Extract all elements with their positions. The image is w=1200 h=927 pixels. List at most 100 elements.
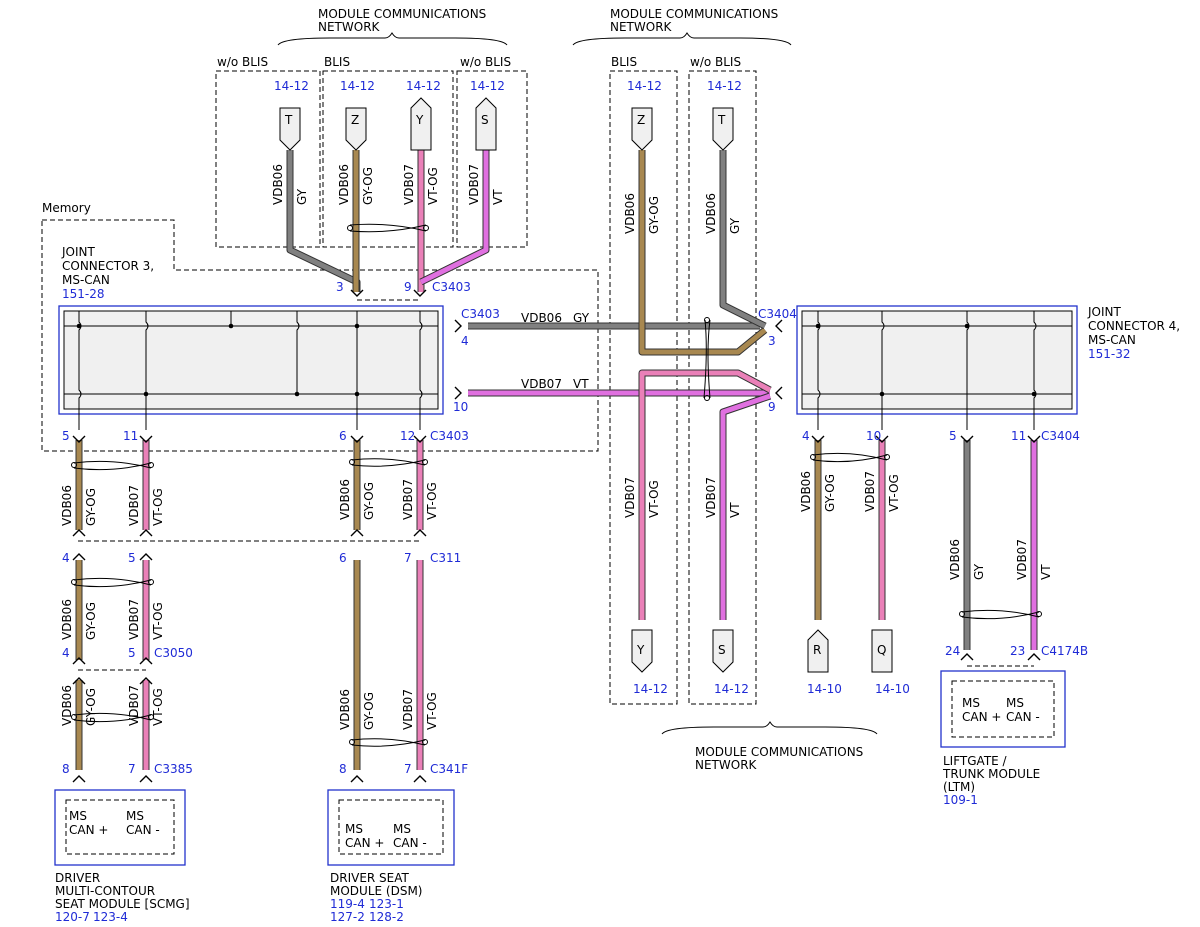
blis-label-1: BLIS <box>324 55 350 69</box>
module-pin-label: CAN + <box>962 710 1001 724</box>
jc3-label: JOINT <box>61 245 96 259</box>
ltm-ref: 109-1 <box>943 793 978 807</box>
pin-number: 7 <box>404 762 412 776</box>
network-label-1: MODULE COMMUNICATIONS <box>318 7 486 21</box>
dsm-caption-2: MODULE (DSM) <box>330 884 422 898</box>
circuit-label: VDB06 <box>60 485 74 526</box>
network-label-3: MODULE COMMUNICATIONS <box>695 745 863 759</box>
terminal-letter: T <box>284 113 293 127</box>
module-pin-label: MS <box>345 822 363 836</box>
circuit-label: VDB06 <box>338 479 352 520</box>
color-label: VT <box>573 377 589 391</box>
module-pin-label: MS <box>393 822 411 836</box>
jc4-label-3: MS-CAN <box>1088 333 1136 347</box>
color-label: GY-OG <box>84 488 98 526</box>
color-label: GY-OG <box>362 482 376 520</box>
terminals <box>279 97 893 673</box>
color-label: VT-OG <box>425 482 439 520</box>
circuit-label: VDB07 <box>1015 539 1029 580</box>
connector-id: C311 <box>430 551 461 565</box>
dsm-ref: 123-1 <box>369 897 404 911</box>
circuit-label: VDB06 <box>338 689 352 730</box>
jc3-label-2: CONNECTOR 3, <box>62 259 154 273</box>
network-label-2b: NETWORK <box>610 20 673 34</box>
dsm-ref: 119-4 <box>330 897 365 911</box>
circuit-label: VDB06 <box>60 685 74 726</box>
joint-connector-3 <box>58 305 444 415</box>
ltm-caption-3: (LTM) <box>943 780 975 794</box>
color-label: GY-OG <box>823 474 837 512</box>
network-label-1b: NETWORK <box>318 20 381 34</box>
pin-number: 24 <box>945 644 960 658</box>
terminal-letter: Y <box>636 643 645 657</box>
connector-id: C3403 <box>461 307 500 321</box>
terminal-letter: R <box>813 643 821 657</box>
connector-id: C3404 <box>1041 429 1080 443</box>
jc4-ref: 151-32 <box>1088 347 1131 361</box>
joint-connector-4 <box>796 305 1078 415</box>
terminal-Y-1 <box>410 97 432 151</box>
network-brace-2 <box>572 32 792 46</box>
pin-number: 5 <box>62 429 70 443</box>
color-label: GY <box>972 563 986 580</box>
pin-number: 7 <box>404 551 412 565</box>
blis-box-2 <box>609 70 678 705</box>
module-pin-label: CAN + <box>345 836 384 850</box>
ref-14-12: 14-12 <box>406 79 441 93</box>
network-brace-1 <box>277 32 508 46</box>
scmg-ref: 123-4 <box>93 910 128 924</box>
pin-number: 9 <box>404 280 412 294</box>
module-pin-label: MS <box>1006 696 1024 710</box>
connector-arrows <box>72 289 1041 783</box>
circuit-label: VDB07 <box>402 164 416 205</box>
pin-number: 3 <box>336 280 344 294</box>
network-label-2: MODULE COMMUNICATIONS <box>610 7 778 21</box>
circuit-label: VDB07 <box>401 479 415 520</box>
memory-label: Memory <box>42 201 91 215</box>
jc4-label: JOINT <box>1087 305 1122 319</box>
blis-box-1 <box>322 70 454 248</box>
terminal-T-2 <box>712 107 734 151</box>
circuit-label: VDB07 <box>521 377 562 391</box>
circuit-label: VDB06 <box>271 164 285 205</box>
color-label: GY-OG <box>362 692 376 730</box>
ref-14-12: 14-12 <box>627 79 662 93</box>
pin-number: 12 <box>400 429 415 443</box>
color-label: VT <box>1039 564 1053 580</box>
circuit-label: VDB06 <box>799 471 813 512</box>
ref-14-12: 14-12 <box>274 79 309 93</box>
terminal-Z-2 <box>631 107 653 151</box>
dsm-ref: 128-2 <box>369 910 404 924</box>
color-label: GY-OG <box>647 196 661 234</box>
twisted-pair-markers <box>71 223 1042 747</box>
circuit-label: VDB07 <box>127 485 141 526</box>
color-label: GY-OG <box>84 602 98 640</box>
ltm-caption: LIFTGATE / <box>943 754 1008 768</box>
ref-14-12: 14-12 <box>707 79 742 93</box>
circuit-label: VDB06 <box>948 539 962 580</box>
pin-number: 4 <box>802 429 810 443</box>
module-pin-label: CAN - <box>393 836 427 850</box>
connector-id: C4174B <box>1041 644 1088 658</box>
scmg-caption: DRIVER <box>55 871 100 885</box>
circuit-label: VDB07 <box>127 685 141 726</box>
wo-blis-label-2: w/o BLIS <box>460 55 511 69</box>
pin-number: 10 <box>453 400 468 414</box>
wo-blis-box-2 <box>456 70 528 248</box>
module-pin-label: MS <box>126 809 144 823</box>
pin-number: 6 <box>339 551 347 565</box>
vertical-labels: VDB06 GY VDB06 GY-OG VDB07 VT-OG VDB07 V… <box>60 164 1053 730</box>
terminal-letter: S <box>718 643 726 657</box>
module-pin-label: MS <box>962 696 980 710</box>
terminal-letter: Y <box>415 113 424 127</box>
dsm-ref: 127-2 <box>330 910 365 924</box>
terminal-Q <box>871 629 893 673</box>
color-label: GY <box>295 188 309 205</box>
module-pin-label: CAN - <box>126 823 160 837</box>
network-brace-3 <box>661 721 878 735</box>
blis-label-2: BLIS <box>611 55 637 69</box>
circuit-label: VDB06 <box>704 193 718 234</box>
terminal-letter: Q <box>877 643 886 657</box>
jc3-bus-lines <box>78 311 423 430</box>
